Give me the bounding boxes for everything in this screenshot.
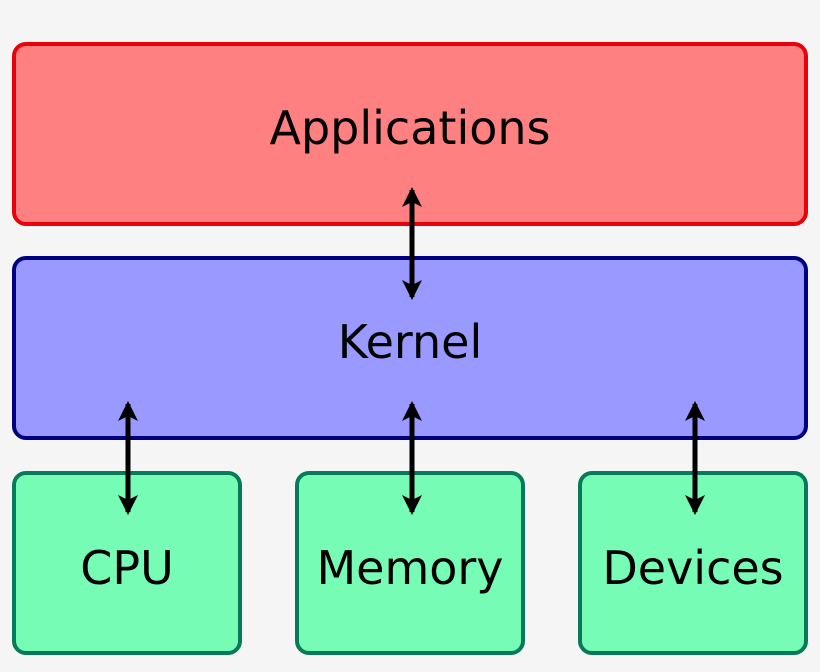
memory-label: Memory [316,541,504,595]
kernel-label: Kernel [337,315,483,369]
applications-label: Applications [269,101,551,155]
cpu-box: CPU [12,471,242,655]
devices-box: Devices [578,471,808,655]
kernel-box: Kernel [12,256,808,440]
devices-label: Devices [602,541,784,595]
applications-box: Applications [12,42,808,226]
memory-box: Memory [295,471,525,655]
cpu-label: CPU [80,541,174,595]
